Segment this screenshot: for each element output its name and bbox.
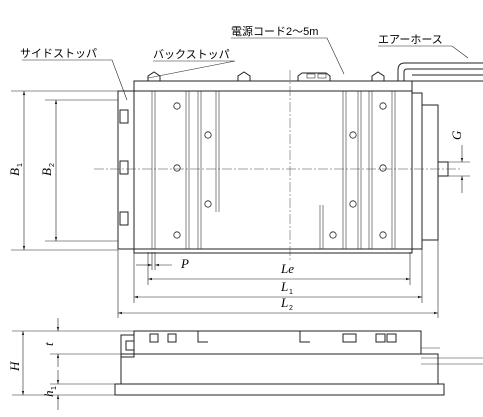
side-view xyxy=(114,330,483,396)
side-bottom-flange xyxy=(114,383,445,396)
pole-lines-right xyxy=(319,91,396,249)
back-stopper-lugs xyxy=(147,71,385,81)
dim-l2-subscript: 2 xyxy=(289,305,293,312)
dim-t-label: t xyxy=(41,342,56,346)
side-stopper-leader xyxy=(22,59,128,101)
dim-b1-subscript: 1 xyxy=(17,163,24,167)
air-hose-leader xyxy=(378,45,469,59)
side-stopper-block xyxy=(119,160,129,175)
power-cord-leader xyxy=(231,37,345,75)
dim-b2-label: B xyxy=(39,168,54,176)
dim-l2-label: L xyxy=(280,295,288,310)
right-housing xyxy=(411,92,423,250)
dim-le-label: Le xyxy=(280,261,294,276)
leader-labels: サイドストッパ バックストッパ 電源コード2～5m エアーホース xyxy=(20,24,469,101)
side-stopper-block xyxy=(119,211,129,226)
pole-lines-left xyxy=(151,91,220,249)
back-stopper-leader xyxy=(147,60,236,79)
side-stopper-block xyxy=(119,109,129,124)
air-hose-label: エアーホース xyxy=(378,33,443,46)
dim-l1-subscript: 1 xyxy=(289,289,293,296)
side-dimensions: H t h 1 xyxy=(7,318,134,410)
dim-h-label: H xyxy=(7,361,22,372)
top-view xyxy=(94,62,483,262)
dim-g-label: G xyxy=(449,130,464,140)
side-stopper-label: サイドストッパ xyxy=(20,47,97,60)
mounting-holes xyxy=(173,102,387,239)
dim-h1-label: h xyxy=(41,391,56,398)
side-slots xyxy=(149,331,397,343)
dim-b1-label: B xyxy=(7,168,22,176)
dimensions: B 1 B 2 G P Le L 1 xyxy=(7,90,470,318)
dim-b2-subscript: 2 xyxy=(49,163,56,167)
dim-p-label: P xyxy=(180,256,189,271)
back-stopper-label: バックストッパ xyxy=(153,48,230,61)
power-cord-label: 電源コード2～5m xyxy=(231,24,318,38)
side-base xyxy=(120,353,439,385)
right-endplate xyxy=(421,104,439,241)
dim-l1-label: L xyxy=(280,279,288,294)
dim-h1-subscript: 1 xyxy=(51,386,58,390)
air-hose xyxy=(397,62,483,82)
